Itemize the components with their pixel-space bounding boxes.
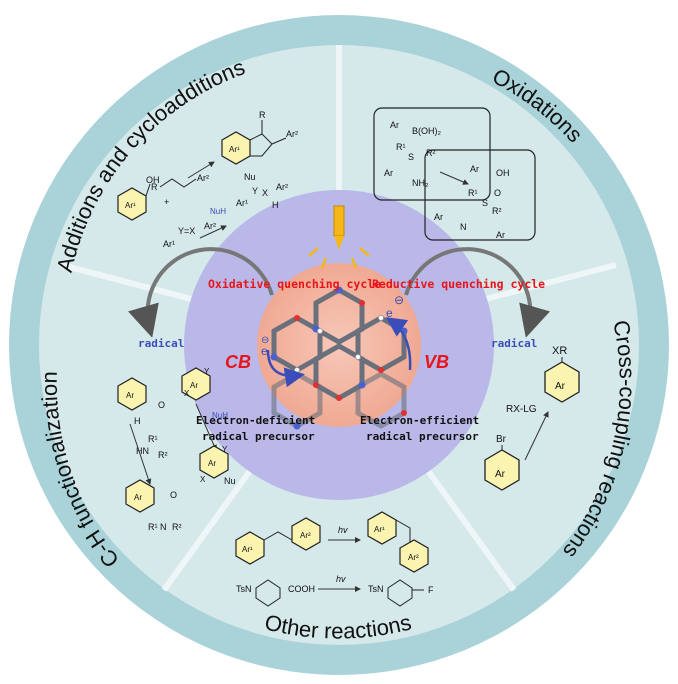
svg-text:N: N: [160, 522, 167, 532]
svg-text:COOH: COOH: [288, 584, 315, 594]
svg-text:TsN: TsN: [236, 584, 252, 594]
svg-text:hv: hv: [336, 574, 346, 584]
svg-text:Y: Y: [252, 186, 258, 196]
svg-text:Ar: Ar: [496, 230, 505, 240]
framework-structure-image: [270, 286, 408, 430]
electron-symbol-left: e: [261, 344, 268, 358]
svg-text:N: N: [460, 222, 467, 232]
svg-text:RX-LG: RX-LG: [506, 404, 537, 415]
electron-charge-left: ⊖: [261, 335, 269, 346]
svg-text:R¹: R¹: [148, 434, 158, 444]
conduction-band-label: CB: [225, 352, 251, 372]
sector-dividers: [61, 45, 617, 592]
svg-text:Ar²: Ar²: [300, 531, 311, 540]
radical-label-right: radical: [491, 337, 537, 350]
svg-text:+: +: [164, 197, 169, 207]
svg-text:S: S: [482, 198, 488, 208]
svg-text:Ar²: Ar²: [276, 182, 288, 192]
svg-text:Ar: Ar: [384, 168, 393, 178]
svg-text:OH: OH: [496, 168, 510, 178]
svg-text:Ar¹: Ar¹: [242, 545, 253, 554]
svg-text:R²: R²: [426, 148, 436, 158]
svg-text:Ar¹: Ar¹: [229, 145, 240, 154]
svg-text:F: F: [428, 585, 434, 595]
svg-text:Ar: Ar: [495, 469, 506, 480]
svg-text:Br: Br: [496, 434, 507, 445]
precursor-left-line2: radical precursor: [202, 430, 315, 443]
svg-text:Ar¹: Ar¹: [374, 525, 385, 534]
cross-coupling-scheme: XR Ar RX-LG Br Ar: [484, 345, 580, 491]
svg-text:Ar: Ar: [555, 381, 566, 392]
valence-band-label: VB: [424, 352, 449, 372]
svg-text:HN: HN: [136, 446, 149, 456]
electron-symbol-right: e: [386, 306, 393, 320]
svg-text:R¹: R¹: [468, 188, 478, 198]
svg-text:R: R: [151, 182, 158, 192]
svg-text:Y: Y: [222, 445, 228, 454]
svg-text:Ar²: Ar²: [286, 129, 298, 139]
oxidative-cycle-arrow: [128, 247, 274, 338]
oxidations-scheme: Ar B(OH)₂ R¹ S R² Ar NH₂ Ar OH R¹ S O R²…: [373, 107, 536, 241]
oxidative-cycle-label: Oxidative quenching cycle: [208, 277, 381, 291]
precursor-right-line2: radical precursor: [366, 430, 479, 443]
svg-text:NH₂: NH₂: [412, 178, 429, 188]
svg-text:S: S: [408, 152, 414, 162]
electron-charge-right: ⊖: [394, 293, 404, 307]
reductive-cycle-arrow: [404, 247, 550, 338]
svg-text:X: X: [262, 188, 268, 198]
svg-text:Ar¹: Ar¹: [236, 198, 248, 208]
svg-text:Ar: Ar: [208, 459, 216, 468]
svg-text:Ar: Ar: [470, 164, 479, 174]
svg-text:R: R: [259, 110, 266, 120]
electron-transfer-arrow-right: [385, 317, 412, 371]
svg-text:Ar²: Ar²: [408, 553, 419, 562]
svg-text:X: X: [184, 389, 190, 398]
light-lamp-icon: [308, 205, 370, 269]
svg-text:Ar: Ar: [434, 212, 443, 222]
svg-text:Nu: Nu: [224, 476, 236, 486]
svg-text:R¹: R¹: [396, 142, 406, 152]
svg-text:Ar: Ar: [190, 381, 198, 390]
svg-text:R²: R²: [492, 206, 502, 216]
svg-text:Y: Y: [204, 367, 210, 376]
reductive-cycle-label: Reductive quenching cycle: [372, 277, 545, 291]
other-reactions-scheme: Ar¹ Ar² hv Ar¹ Ar² TsN COOH hv TsN F: [235, 511, 434, 607]
ch-functionalization-scheme: Ar O H R¹ HN R² Ar O R¹ N R² Ar Y X NuH …: [117, 367, 236, 532]
svg-text:Nu: Nu: [244, 172, 256, 182]
svg-text:Ar²: Ar²: [197, 173, 209, 183]
svg-text:XR: XR: [552, 345, 567, 357]
svg-text:Y=X: Y=X: [178, 226, 195, 236]
radical-label-left: radical: [138, 337, 184, 350]
svg-text:H: H: [134, 416, 141, 426]
svg-text:NuH: NuH: [212, 411, 228, 420]
svg-text:R¹: R¹: [148, 522, 158, 532]
precursor-right-line1: Electron-efficient: [360, 414, 479, 427]
svg-text:R²: R²: [172, 522, 182, 532]
svg-text:O: O: [494, 188, 501, 198]
svg-text:TsN: TsN: [368, 584, 384, 594]
svg-text:O: O: [158, 400, 165, 410]
svg-text:Ar: Ar: [390, 120, 399, 130]
svg-text:OH: OH: [146, 175, 160, 185]
svg-text:X: X: [200, 475, 206, 484]
precursor-left-line1: Electron-deficient: [196, 414, 315, 427]
electron-transfer-arrow-left: [266, 349, 305, 388]
svg-text:Ar¹: Ar¹: [125, 201, 136, 210]
svg-text:Ar²: Ar²: [204, 221, 216, 231]
svg-text:B(OH)₂: B(OH)₂: [412, 126, 441, 136]
svg-text:hv: hv: [338, 525, 348, 535]
svg-text:NuH: NuH: [210, 207, 226, 216]
svg-text:Ar: Ar: [126, 391, 134, 400]
svg-text:H: H: [272, 200, 279, 210]
svg-text:Ar¹: Ar¹: [163, 239, 175, 249]
svg-text:R²: R²: [158, 450, 168, 460]
additions-scheme: OH Ar¹ + R Ar² Ar¹ R Ar² Ar¹ Y=X Ar² NuH…: [117, 110, 298, 249]
svg-text:O: O: [170, 490, 177, 500]
svg-text:Ar: Ar: [134, 493, 142, 502]
